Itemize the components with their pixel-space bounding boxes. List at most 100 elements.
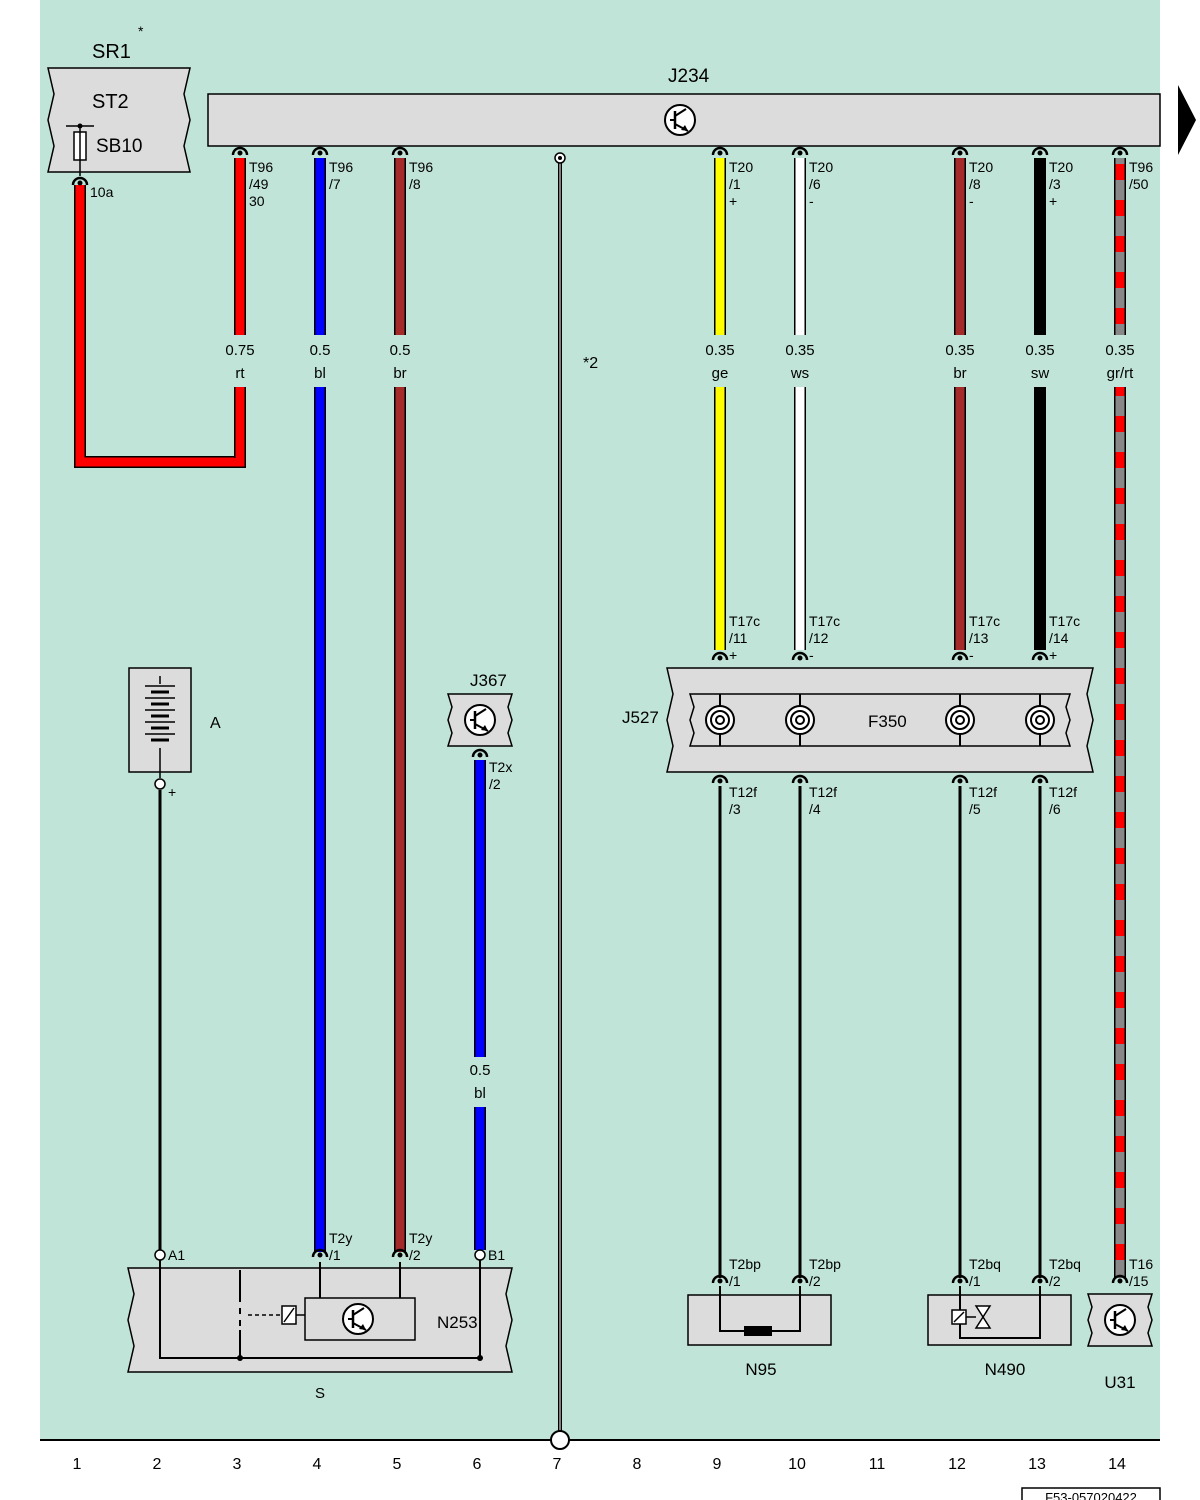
- connector-j527-in-4: [1031, 651, 1049, 661]
- connector-t2bp-1: [711, 1274, 729, 1284]
- j527-output-name: T12f: [969, 784, 997, 800]
- wire-size-label: 0.35: [785, 342, 814, 359]
- ground-point-7-top-dot: [558, 156, 562, 160]
- connector-symbol-group: [71, 146, 1129, 1284]
- next-page-arrow[interactable]: [1178, 85, 1196, 155]
- track-number: 11: [869, 1456, 886, 1473]
- connector-j527-in-1: [711, 651, 729, 661]
- j527-output-pin: /6: [1049, 801, 1061, 817]
- connector-10a: [71, 176, 89, 186]
- top-connector-pin: /49: [249, 176, 269, 192]
- top-connector-pin: /7: [329, 176, 341, 192]
- connector-j527-out-4: [1031, 774, 1049, 784]
- top-connector-name: T20: [1049, 159, 1073, 175]
- j527-output-pin: /5: [969, 801, 981, 817]
- top-connector-label-group: T96/49300.75rtT96/70.5blT96/80.5brT20/1+…: [225, 159, 1153, 382]
- j527-input-sign: -: [969, 647, 974, 663]
- j527-input-pin: /12: [809, 630, 829, 646]
- battery-terminal: [154, 778, 166, 790]
- battery-icon: [145, 676, 175, 778]
- wire-top-3-upper: [394, 158, 406, 335]
- track-number: 9: [713, 1456, 722, 1473]
- t16-label: T16: [1129, 1256, 1153, 1272]
- wire-top-3-lower: [394, 387, 406, 1252]
- wire-top-5-upper: [794, 158, 806, 335]
- t2y-2-label: T2y: [409, 1230, 432, 1246]
- t2bq-1-label: T2bq: [969, 1256, 1001, 1272]
- track-number: 2: [153, 1456, 162, 1473]
- t2bq-2-label: T2bq: [1049, 1256, 1081, 1272]
- wire-top-2-lower: [314, 387, 326, 1252]
- top-connector-name: T20: [809, 159, 833, 175]
- track-number: 8: [633, 1456, 642, 1473]
- wire-size-label: 0.75: [225, 342, 254, 359]
- connector-t2bq-1: [951, 1274, 969, 1284]
- transistor-icon: [342, 1303, 374, 1335]
- s-label: S: [315, 1385, 325, 1402]
- ground-point-7: [550, 1430, 570, 1450]
- coil-icon: [705, 694, 735, 746]
- a1-label: A1: [168, 1247, 185, 1263]
- top-connector-pin: /50: [1129, 176, 1149, 192]
- wire-size-label: 0.35: [1025, 342, 1054, 359]
- j527-output-name: T12f: [729, 784, 757, 800]
- n490-label: N490: [985, 1360, 1026, 1379]
- wire-top-5-lower: [794, 387, 806, 650]
- connector-top-2: [311, 146, 329, 156]
- connector-j527-in-3: [951, 651, 969, 661]
- j234-label: J234: [668, 66, 710, 87]
- sr1-asterisk: *: [138, 23, 144, 39]
- track-number: 13: [1028, 1456, 1046, 1473]
- wire-top-1-lower: [234, 387, 246, 458]
- track-number: 7: [553, 1456, 562, 1473]
- star2-label: *2: [583, 355, 598, 372]
- wire-color-label: br: [393, 365, 406, 382]
- top-wire-group: [234, 158, 1126, 1278]
- connector-top-3: [391, 146, 409, 156]
- track-number: 12: [948, 1456, 966, 1473]
- t2bp-2-pin-label: /2: [809, 1273, 821, 1289]
- resistor-icon: [719, 1286, 801, 1336]
- connector-t2x: [471, 748, 489, 758]
- top-connector-extra: -: [969, 193, 974, 209]
- coil-group: [705, 694, 1055, 746]
- wire-top-8-upper: [1114, 158, 1126, 335]
- wire-size-label: 0.5: [310, 342, 331, 359]
- connector-j527-in-2: [791, 651, 809, 661]
- j367-wire-color: bl: [474, 1085, 486, 1102]
- battery-a-label: A: [210, 715, 221, 732]
- track-number: 5: [393, 1456, 402, 1473]
- t2bp-1-pin-label: /1: [729, 1273, 741, 1289]
- b1-label: B1: [488, 1247, 505, 1263]
- j527-output-pin: /3: [729, 801, 741, 817]
- transistor-icon: [464, 704, 496, 736]
- t16-pin-label: /15: [1129, 1273, 1149, 1289]
- wire-color-label: ge: [712, 365, 729, 382]
- sb10-label: SB10: [96, 136, 142, 157]
- battery-plus-label: +: [168, 784, 176, 800]
- track-number: 4: [313, 1456, 322, 1473]
- connector-t2y-2: [391, 1248, 409, 1258]
- wire-size-label: 0.35: [1105, 342, 1134, 359]
- t2bq-1-pin-label: /1: [969, 1273, 981, 1289]
- connector-top-6: [951, 146, 969, 156]
- t2y-1-label: T2y: [329, 1230, 352, 1246]
- connector-t2y-1: [311, 1248, 329, 1258]
- t2x-label: T2x: [489, 759, 512, 775]
- wire-size-label: 0.5: [390, 342, 411, 359]
- connector-top-1: [231, 146, 249, 156]
- wire-top-6-upper: [954, 158, 966, 335]
- j527-input-pin: /13: [969, 630, 989, 646]
- wire-top-7-upper: [1034, 158, 1046, 335]
- top-connector-name: T96: [409, 159, 433, 175]
- j527-input-sign: +: [1049, 647, 1057, 663]
- t2bp-1-label: T2bp: [729, 1256, 761, 1272]
- st2-label: ST2: [92, 91, 129, 113]
- f350-clock-spring: [688, 693, 1072, 747]
- transistor-icon: [1104, 1304, 1136, 1336]
- t2y-1-pin-label: /1: [329, 1247, 341, 1263]
- connector-j527-out-2: [791, 774, 809, 784]
- top-connector-extra: +: [1049, 193, 1057, 209]
